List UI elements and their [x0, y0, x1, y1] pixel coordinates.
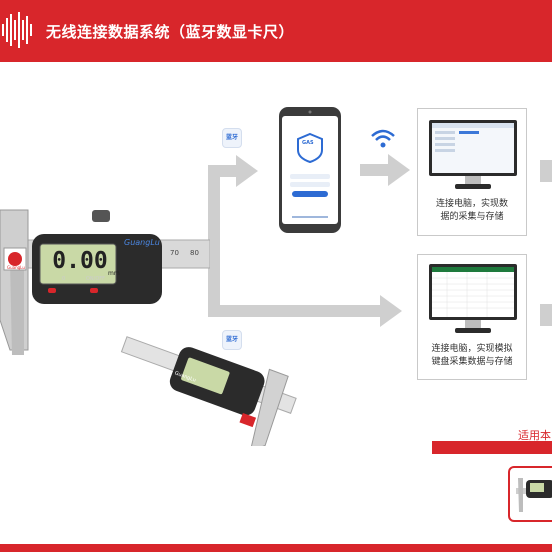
- arrow-stub-right-top: [540, 160, 552, 182]
- caliper-logo-text: GuangLu: [7, 265, 25, 270]
- onoff-button-label: ON/OFF: [86, 276, 106, 282]
- product-thumbnail: [508, 466, 552, 522]
- arrow-head-bottom: [380, 295, 402, 327]
- pc-top-caption-line2: 据的采集与存储: [440, 212, 504, 222]
- caliper-brand: GuangLu: [124, 238, 160, 247]
- arrow-stem-vertical: [208, 165, 220, 315]
- caliper-second-illustration: [120, 336, 297, 446]
- monitor-top-illustration: [429, 120, 517, 189]
- arrow-head-top: [236, 155, 258, 187]
- pc-bottom-caption-line1: 连接电脑，实现模拟: [431, 344, 513, 354]
- applicable-tag: 适用本: [518, 429, 551, 442]
- caliper-unit: mm: [108, 270, 120, 277]
- caliper-reading: 0.00: [52, 248, 108, 274]
- pc-bottom-caption: 连接电脑，实现模拟 键盘采集数据与存储: [420, 343, 524, 369]
- arrow-stem-middle: [360, 164, 390, 176]
- bluetooth-badge-top: 蓝牙: [222, 128, 242, 148]
- zero-button-label: 0: [62, 276, 66, 282]
- monitor-bottom-illustration: [429, 264, 517, 333]
- arrow-head-middle: [388, 154, 410, 186]
- pc-bottom-caption-line2: 键盘采集数据与存储: [431, 357, 513, 367]
- arrow-stem-bottom: [208, 305, 382, 317]
- red-divider: [432, 441, 552, 454]
- smartphone-illustration: [279, 107, 341, 233]
- scale-label-70: 70: [170, 249, 179, 257]
- caliper-main-illustration: [0, 209, 210, 355]
- pc-top-caption: 连接电脑，实现数 据的采集与存储: [420, 198, 524, 224]
- scale-label-80: 80: [190, 249, 199, 257]
- app-name: GAS: [302, 140, 314, 146]
- wifi-icon: [371, 129, 395, 148]
- logo-bars-icon: [2, 12, 32, 48]
- bluetooth-badge-bottom: 蓝牙: [222, 330, 242, 350]
- thumbnail-caliper-icon: [516, 478, 552, 512]
- arrow-stub-right-bottom: [540, 304, 552, 326]
- bottom-bar: [0, 544, 552, 552]
- arrow-stem-top: [208, 165, 238, 177]
- pc-top-caption-line1: 连接电脑，实现数: [435, 199, 508, 209]
- page-title: 无线连接数据系统（蓝牙数显卡尺）: [46, 23, 295, 41]
- header-banner: 无线连接数据系统（蓝牙数显卡尺）: [0, 0, 552, 62]
